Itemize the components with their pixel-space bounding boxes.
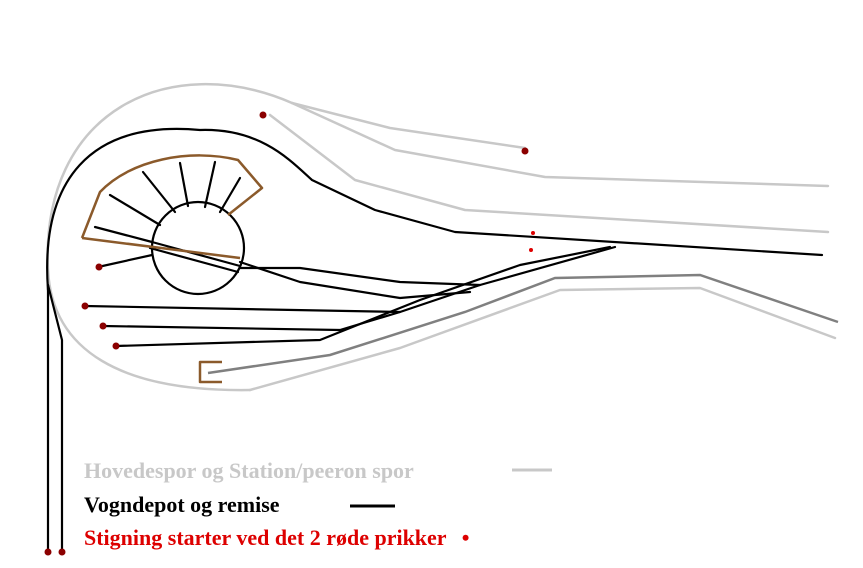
legend-incline-symbol: •	[461, 525, 470, 550]
legend-depot-label: Vogndepot og remise	[84, 492, 280, 517]
stall-track-4	[141, 170, 177, 214]
end-dot	[112, 342, 120, 350]
yard-track-2	[101, 245, 617, 332]
main-line-station-1	[290, 101, 830, 188]
stall-track-6	[203, 160, 217, 209]
structures	[80, 154, 264, 384]
stall-track-7	[218, 176, 242, 214]
turntable-bridge-b	[148, 246, 240, 274]
legend-main-label: Hovedespor og Station/peeron spor	[84, 458, 414, 483]
end-dot	[81, 302, 89, 310]
legend-incline-label: Stigning starter ved det 2 røde prikker	[84, 525, 447, 550]
main-line-station-2	[268, 113, 830, 234]
stall-track-3	[108, 193, 162, 227]
depot-tracks	[46, 127, 824, 552]
incline-dot	[529, 248, 533, 252]
stall-track-2	[93, 225, 154, 244]
end-dot	[95, 263, 103, 271]
end-dot	[58, 548, 66, 556]
end-dot	[521, 147, 529, 155]
main-line-upper	[290, 101, 527, 150]
stall-track-1	[96, 253, 154, 269]
incline-dot	[531, 231, 535, 235]
left-spur-2	[46, 283, 64, 552]
turntable-bridge	[150, 240, 242, 268]
yard-track-4	[238, 266, 482, 287]
incline-start-dots	[529, 231, 535, 252]
siding-track	[207, 273, 839, 375]
main-line-lower	[248, 286, 837, 392]
siding-bumper	[198, 360, 222, 384]
yard-track-5	[238, 260, 472, 300]
roundhouse-front	[81, 236, 241, 260]
end-dot	[99, 322, 107, 330]
track-end-dots	[44, 111, 529, 556]
legend-incline-row: Stigning starter ved det 2 røde prikker …	[84, 525, 469, 551]
yard-track-3	[114, 245, 612, 348]
end-dot	[44, 548, 52, 556]
depot-loop	[46, 127, 824, 292]
roundhouse-outline	[80, 154, 264, 239]
stall-track-5	[178, 161, 190, 208]
end-dot	[259, 111, 267, 119]
yard-track-1	[83, 304, 402, 314]
